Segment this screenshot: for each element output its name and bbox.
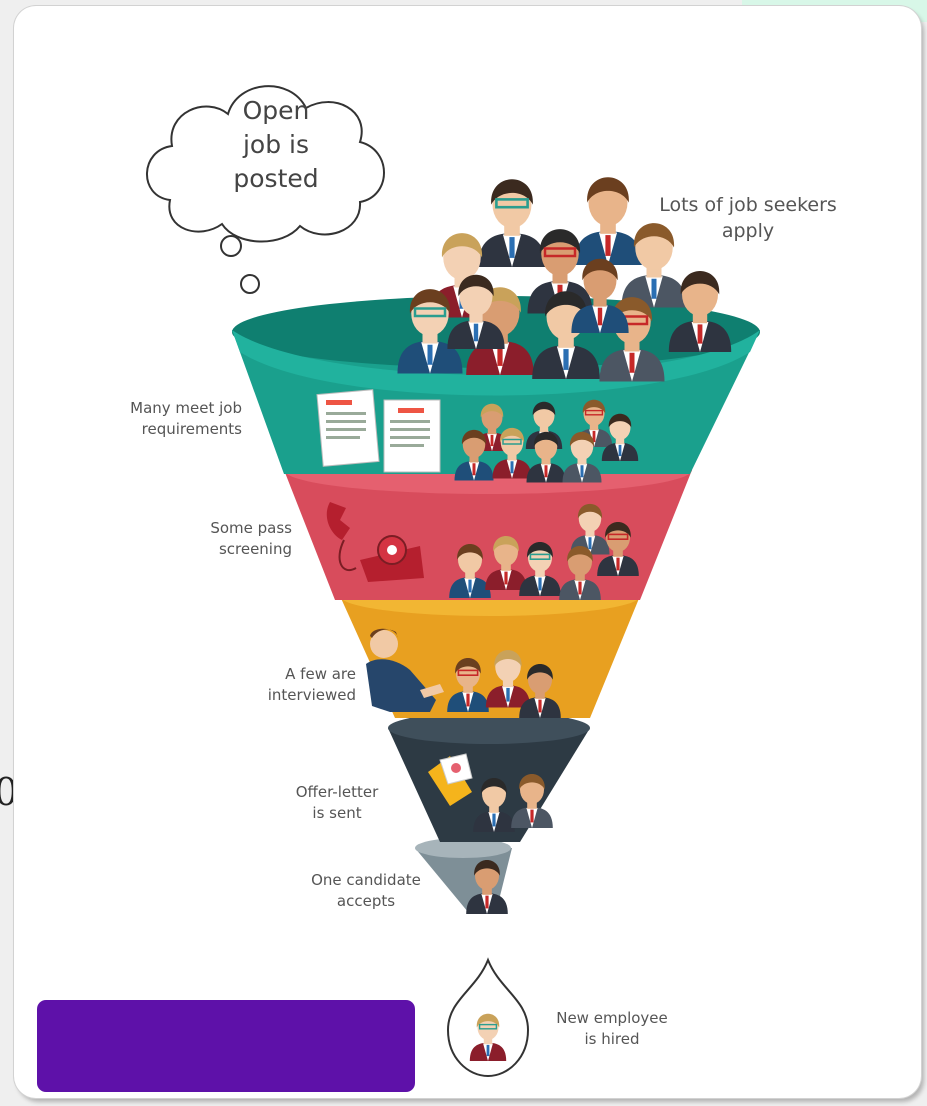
person-avatar — [397, 289, 463, 374]
stage-label-accepts: One candidate accepts — [286, 870, 446, 912]
person-avatar — [519, 542, 561, 596]
stage-label-line: Lots of job seekers — [659, 194, 837, 216]
purple-banner — [37, 1000, 415, 1092]
person-avatar — [570, 503, 610, 555]
stage-label-apply: Lots of job seekers apply — [618, 192, 878, 244]
person-avatar — [559, 546, 601, 600]
stage-label-line: Offer-letter — [295, 783, 379, 801]
stage-label-line: New employee — [556, 1009, 668, 1027]
person-avatar — [449, 544, 491, 598]
telephone-icon — [326, 502, 424, 582]
person-avatar — [511, 774, 553, 828]
hiring-funnel-illustration — [146, 85, 760, 1078]
envelope-icon — [428, 753, 473, 806]
funnel-card: Open job is posted Lots of job seekers a… — [14, 6, 921, 1098]
person-avatar — [485, 650, 531, 708]
stage-label-line: is hired — [584, 1030, 640, 1048]
person-avatar — [526, 431, 566, 483]
cloud-text: Open job is posted — [206, 94, 346, 196]
stage-label-line: One candidate — [311, 871, 421, 889]
stage-label-offer: Offer-letter is sent — [276, 782, 398, 824]
stage-label-interviewed: A few are interviewed — [224, 664, 356, 706]
person-avatar — [601, 413, 639, 461]
stage-label-line: screening — [218, 540, 292, 558]
stage-label-line: apply — [721, 220, 775, 242]
cloud-text-line: Open — [242, 96, 310, 125]
person-avatar — [454, 429, 494, 481]
interviewer-icon — [366, 628, 444, 712]
resume-icon — [383, 399, 441, 473]
person-avatar — [466, 860, 508, 914]
thought-bubble-large — [220, 235, 242, 257]
stage-label-requirements: Many meet job requirements — [78, 398, 242, 440]
person-avatar — [519, 664, 561, 718]
stage-label-line: A few are — [285, 665, 356, 683]
person-avatar — [599, 297, 665, 382]
person-avatar — [473, 778, 515, 832]
person-avatar — [562, 431, 602, 483]
person-avatar — [668, 271, 732, 352]
stage-label-line: requirements — [141, 420, 242, 438]
stage-label-line: Many meet job — [130, 399, 242, 417]
stage-label-line: interviewed — [267, 686, 356, 704]
person-avatar — [532, 291, 600, 379]
stage-label-line: Some pass — [210, 519, 292, 537]
resume-icon — [316, 389, 380, 467]
people-layer — [397, 177, 732, 1061]
person-avatar — [447, 274, 505, 349]
person-avatar — [571, 258, 629, 333]
person-avatar — [485, 536, 527, 590]
person-avatar — [492, 427, 532, 479]
stage-label-line: accepts — [336, 892, 396, 910]
person-avatar — [478, 179, 546, 267]
thought-bubble — [240, 274, 260, 294]
stage-label-line: is sent — [312, 804, 362, 822]
cloud-text-line: job is — [242, 130, 310, 159]
person-avatar — [597, 522, 639, 576]
stage-label-hired: New employee is hired — [542, 1008, 682, 1050]
person-avatar — [574, 177, 642, 265]
person-avatar — [447, 658, 489, 712]
side-marker: 0 — [0, 770, 19, 814]
cloud-text-line: posted — [233, 164, 319, 193]
stage-label-screening: Some pass screening — [160, 518, 292, 560]
person-avatar — [469, 1013, 507, 1061]
